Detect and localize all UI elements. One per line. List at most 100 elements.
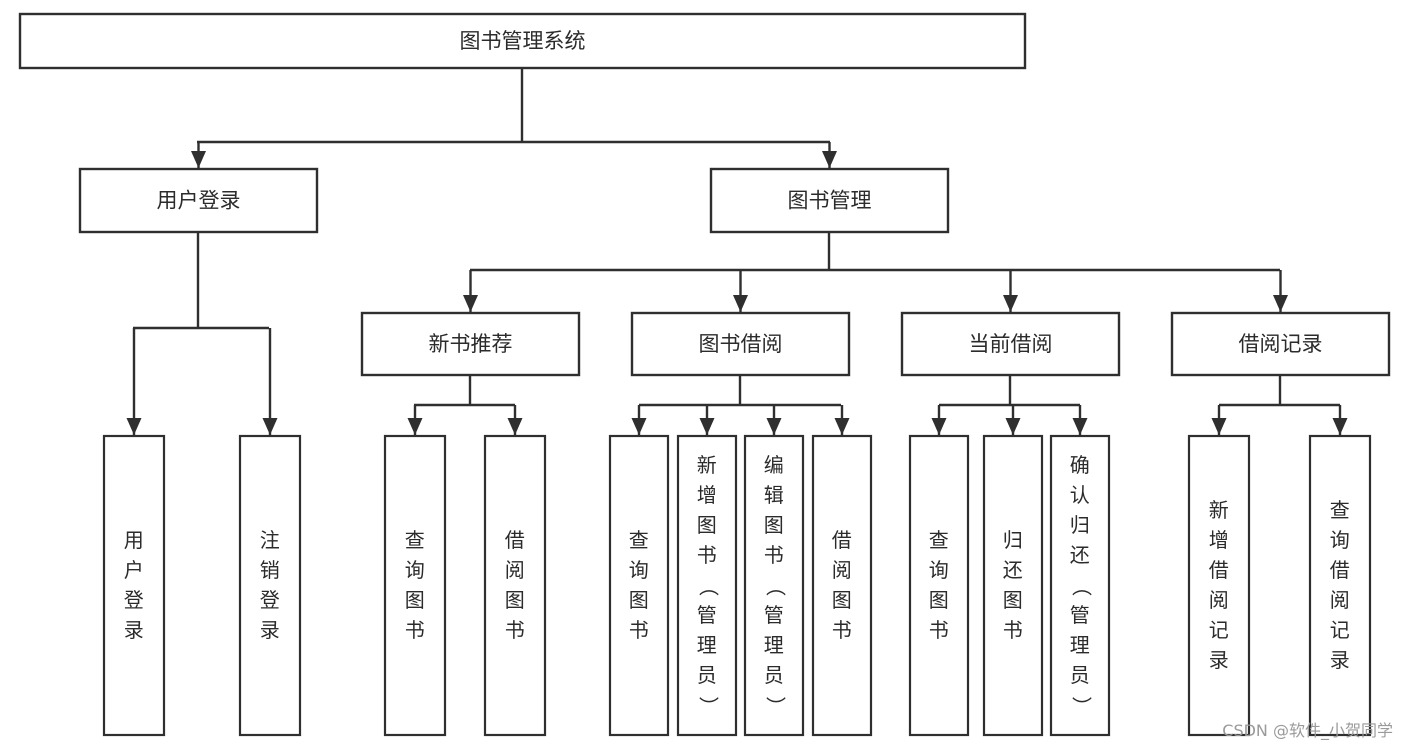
node-box [102,434,166,737]
node-box [709,167,950,234]
node-label: 图书管理 [788,189,872,213]
node-user-login[interactable]: 用户登录 [78,167,319,234]
node-label-char: 还 [1070,543,1091,567]
node-label-char: 注 [260,528,281,552]
node-label-char: 书 [697,543,718,567]
node-label-char: 阅 [832,558,853,582]
node-label-char: 阅 [1330,588,1351,612]
node-label-char: 编 [764,453,785,477]
node-label-char: 员 [1070,663,1091,687]
node-layer: 图书管理系统用户登录图书管理新书推荐图书借阅当前借阅借阅记录用户登录用户登录注销… [18,12,1391,737]
node-box [900,311,1121,377]
node-book-borrow[interactable]: 图书借阅 [630,311,851,377]
node-label-char: 图 [929,588,950,612]
node-label-char: 归 [1003,528,1024,552]
node-box [908,434,970,737]
node-leaf-rec-add[interactable]: 新增借阅记录新增借阅记录 [1187,434,1251,737]
node-box [238,434,302,737]
arrow-head-icon [834,418,850,435]
node-label-char: 书 [405,618,426,642]
node-leaf-rec-query[interactable]: 查询图书查询图书 [383,434,447,737]
node-leaf-rec-borrow[interactable]: 借阅图书借阅图书 [483,434,547,737]
node-label-char: 书 [1003,618,1024,642]
node-label-char: 增 [697,483,718,507]
node-label-char: ） [697,696,721,717]
node-label: 图书管理系统 [460,29,586,53]
node-label: 用户登录 [157,189,241,213]
node-label-char: 录 [260,618,281,642]
node-current-borrow[interactable]: 当前借阅 [900,311,1121,377]
node-label-char: 销 [260,558,281,582]
edge-layer [126,68,1348,435]
node-label-char: 查 [405,528,426,552]
node-label-char: 新 [697,453,718,477]
node-label: 新书推荐 [429,332,513,356]
node-label-char: 询 [629,558,650,582]
node-label-char: 还 [1003,558,1024,582]
arrow-head-icon [262,418,278,435]
arrow-head-icon [1003,295,1018,312]
node-label-char: 确 [1070,453,1091,477]
node-leaf-cur-query[interactable]: 查询图书查询图书 [908,434,970,737]
arrow-head-icon [507,418,523,435]
arrow-head-icon [1332,418,1348,435]
arrow-head-icon [1273,295,1288,312]
node-label-char: 询 [1330,528,1351,552]
node-new-book-rec[interactable]: 新书推荐 [360,311,581,377]
node-box [608,434,670,737]
node-root[interactable]: 图书管理系统 [18,12,1027,70]
node-leaf-user-logout[interactable]: 注销登录注销登录 [238,434,302,737]
node-label-char: 借 [1209,558,1230,582]
node-box [18,12,1027,70]
node-label-char: 图 [832,588,853,612]
node-label-char: 记 [1330,618,1351,642]
node-label-char: 理 [1070,633,1091,657]
node-leaf-borrow-lend[interactable]: 借阅图书借阅图书 [811,434,873,737]
node-box [383,434,447,737]
node-box [483,434,547,737]
node-label-char: 户 [124,558,145,582]
node-label-char: ） [1070,696,1094,717]
node-borrow-record[interactable]: 借阅记录 [1170,311,1391,377]
arrow-head-icon [1005,418,1021,435]
node-box [360,311,581,377]
arrow-head-icon [407,418,423,435]
node-label-char: （ [1070,576,1094,597]
node-label-char: 查 [929,528,950,552]
node-label-char: 书 [929,618,950,642]
arrow-head-icon [1211,418,1227,435]
node-label-char: 录 [124,618,145,642]
node-box [743,434,805,737]
node-label-char: 理 [764,633,785,657]
watermark: CSDN @软件_小贺同学 [1222,721,1393,740]
node-label-char: 辑 [764,483,785,507]
node-label-char: 书 [832,618,853,642]
arrow-head-icon [822,151,837,168]
node-label-char: 管 [697,603,718,627]
node-label-char: 登 [124,588,145,612]
node-label-char: 员 [764,663,785,687]
node-label-char: 归 [1070,513,1091,537]
node-label: 当前借阅 [969,332,1053,356]
node-label-char: 图 [505,588,526,612]
node-box [676,434,738,737]
node-leaf-cur-return[interactable]: 归还图书归还图书 [982,434,1044,737]
node-label-char: 新 [1209,498,1230,522]
node-label-char: 借 [505,528,526,552]
node-label-char: 管 [764,603,785,627]
node-box [630,311,851,377]
arrow-head-icon [699,418,715,435]
node-label-char: 员 [697,663,718,687]
node-label-char: 书 [629,618,650,642]
node-label-char: 阅 [1209,588,1230,612]
node-label-char: 录 [1209,648,1230,672]
arrow-head-icon [126,418,142,435]
node-leaf-rec-query2[interactable]: 查询借阅记录查询借阅记录 [1308,434,1372,737]
node-leaf-user-login[interactable]: 用户登录用户登录 [102,434,166,737]
arrow-head-icon [191,151,206,168]
node-leaf-borrow-query[interactable]: 查询图书查询图书 [608,434,670,737]
node-book-manage[interactable]: 图书管理 [709,167,950,234]
